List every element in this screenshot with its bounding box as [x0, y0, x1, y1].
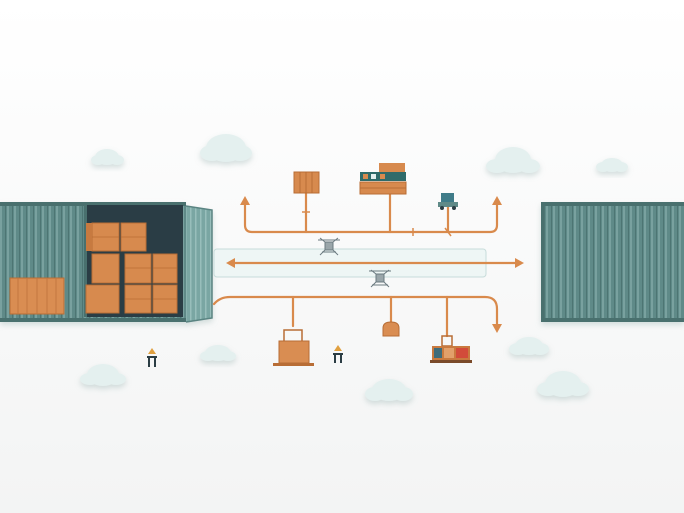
- cloud-icon: [80, 364, 126, 386]
- arrow-right-icon: [515, 258, 524, 268]
- cloud-icon: [537, 371, 589, 397]
- cloud-icon: [200, 134, 252, 162]
- cloud-icon: [509, 337, 549, 355]
- container-door: [186, 206, 212, 322]
- crate-icon: [124, 253, 152, 284]
- worker-icon: [333, 345, 343, 363]
- arrow-up-icon: [492, 196, 502, 205]
- crate-icon: [293, 171, 320, 194]
- cloud-icon: [200, 345, 236, 361]
- route-markers: [302, 211, 452, 237]
- drone-icon: [369, 269, 391, 288]
- pallet-icon: [273, 329, 314, 366]
- cargo-truck-icon: [430, 335, 472, 363]
- arrow-up-icon: [240, 196, 250, 205]
- crate-icon: [86, 223, 92, 251]
- cloud-icon: [365, 379, 413, 401]
- cloud-icon: [91, 149, 124, 165]
- cargo-crates: [9, 222, 178, 315]
- route-network: [212, 191, 521, 338]
- drone-icon: [318, 237, 340, 256]
- warehouse-icon: [359, 163, 407, 195]
- package-icon: [382, 321, 400, 337]
- crate-icon: [85, 284, 120, 314]
- crate-icon: [91, 253, 120, 284]
- cloud-icon: [596, 158, 628, 172]
- arrow-left-icon: [226, 258, 235, 268]
- route-arrowheads: [226, 196, 524, 333]
- truck-icon: [438, 193, 458, 210]
- arrow-down-icon: [492, 324, 502, 333]
- crate-icon: [152, 253, 178, 284]
- cloud-icon: [486, 147, 540, 173]
- worker-icon: [147, 348, 157, 367]
- closed-shipping-container: [541, 202, 684, 322]
